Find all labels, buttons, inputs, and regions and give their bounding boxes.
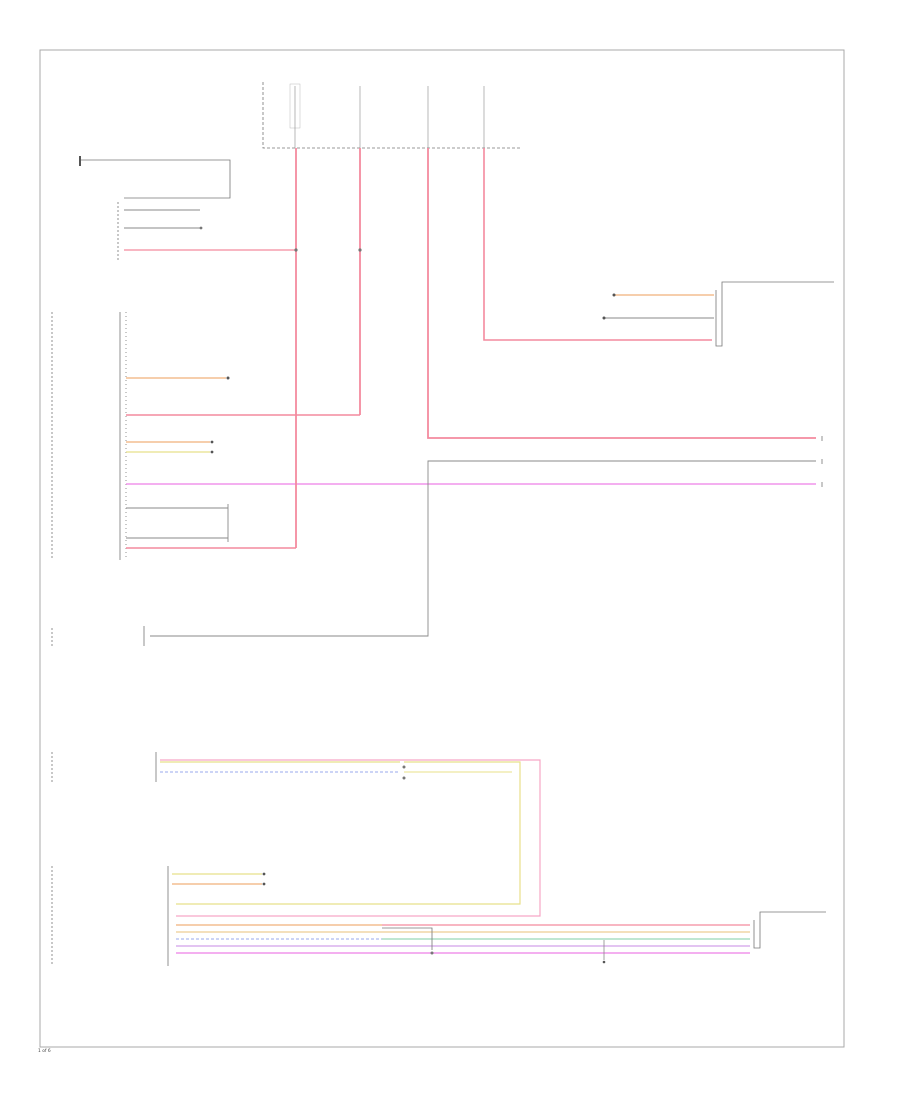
right-module xyxy=(602,281,834,347)
right-lower-module xyxy=(753,911,826,949)
fuse-1 xyxy=(289,83,301,148)
left-top-module xyxy=(79,156,296,262)
power-feeds xyxy=(294,148,816,548)
page-id: 1 of 6 xyxy=(38,1048,51,1054)
steering-module xyxy=(51,752,541,917)
diagram-frame xyxy=(39,49,845,1048)
bottom-module xyxy=(51,866,750,966)
gray-feed xyxy=(51,460,816,648)
main-connector xyxy=(51,312,816,560)
fuse-box xyxy=(262,82,520,149)
